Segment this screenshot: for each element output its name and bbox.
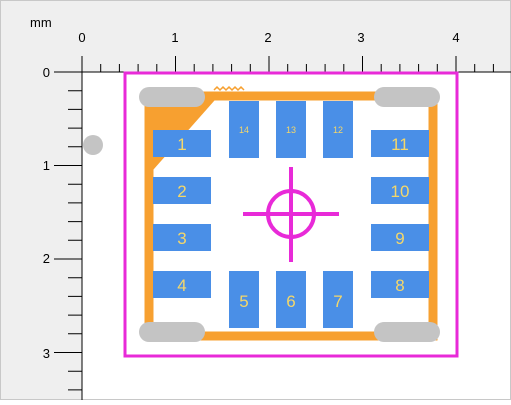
pad-2[interactable]: 2 [153,177,211,204]
pad-11-shape [371,130,429,157]
top-ruler [0,0,511,72]
pin1-notch-marks [213,85,245,92]
pad-14-shape [229,101,259,158]
left-ruler-ticks [54,71,83,400]
courtyard-outline [123,71,459,358]
pad-11[interactable]: 11 [371,130,429,157]
pad-13[interactable]: 13 [276,101,306,158]
pad-1-label: 1 [177,135,186,154]
mounting-slots [139,87,440,342]
mount-slot-bottom-right [374,322,440,342]
pads-top: 14 13 12 [229,101,353,158]
pad-2-label: 2 [177,182,186,201]
origin-crosshair-icon [243,167,339,262]
y-label-1: 1 [43,158,50,173]
pad-5-shape [229,271,259,328]
left-ruler [0,0,82,400]
pad-3[interactable]: 3 [153,224,211,251]
y-axis-labels: 0 1 2 3 [43,65,50,361]
pad-10-shape [371,177,429,204]
pad-6-shape [276,271,306,328]
mount-slot-top-left [139,87,205,107]
pad-3-shape [153,224,211,251]
x-label-0: 0 [78,30,85,45]
pad-5[interactable]: 5 [229,271,259,328]
x-axis-labels: 0 1 2 3 4 [78,30,459,45]
pad-13-label: 13 [286,125,296,135]
pad-10[interactable]: 10 [371,177,429,204]
pad-1[interactable]: 1 [153,130,211,157]
y-label-3: 3 [43,346,50,361]
x-label-1: 1 [171,30,178,45]
y-label-2: 2 [43,251,50,266]
pad-2-shape [153,177,211,204]
pad-9-label: 9 [395,229,404,248]
mount-slot-top-right [374,87,440,107]
pad-12[interactable]: 12 [323,101,353,158]
x-label-2: 2 [264,30,271,45]
pad-8-label: 8 [395,276,404,295]
package-body-outline [144,91,438,341]
pad-3-label: 3 [177,229,186,248]
ruler-unit-label: mm [30,15,52,30]
pad-7-shape [323,271,353,328]
pads-left: 1 2 3 4 [153,130,211,298]
mount-slot-bottom-left [139,322,205,342]
pad-1-shape [153,130,211,157]
pads-right: 11 10 9 8 [371,130,429,298]
pad-14-label: 14 [239,125,249,135]
pad-4-shape [153,271,211,298]
pad-4-label: 4 [177,276,186,295]
x-label-4: 4 [452,30,459,45]
pad-7[interactable]: 7 [323,271,353,328]
pad-12-shape [323,101,353,158]
pad-5-label: 5 [239,292,248,311]
pad-9[interactable]: 9 [371,224,429,251]
pads-bottom: 5 6 7 [229,271,353,328]
x-label-3: 3 [357,30,364,45]
pad-10-label: 10 [391,182,410,201]
pad-8-shape [371,271,429,298]
pad-14[interactable]: 14 [229,101,259,158]
y-label-0: 0 [43,65,50,80]
pad-12-label: 12 [333,125,343,135]
pad-6-label: 6 [286,292,295,311]
pad-7-label: 7 [333,292,342,311]
pad-11-label: 11 [391,135,409,154]
pin1-marker-dot [83,135,103,155]
pad-9-shape [371,224,429,251]
pad-4[interactable]: 4 [153,271,211,298]
pad-13-shape [276,101,306,158]
pad-8[interactable]: 8 [371,271,429,298]
pad-6[interactable]: 6 [276,271,306,328]
